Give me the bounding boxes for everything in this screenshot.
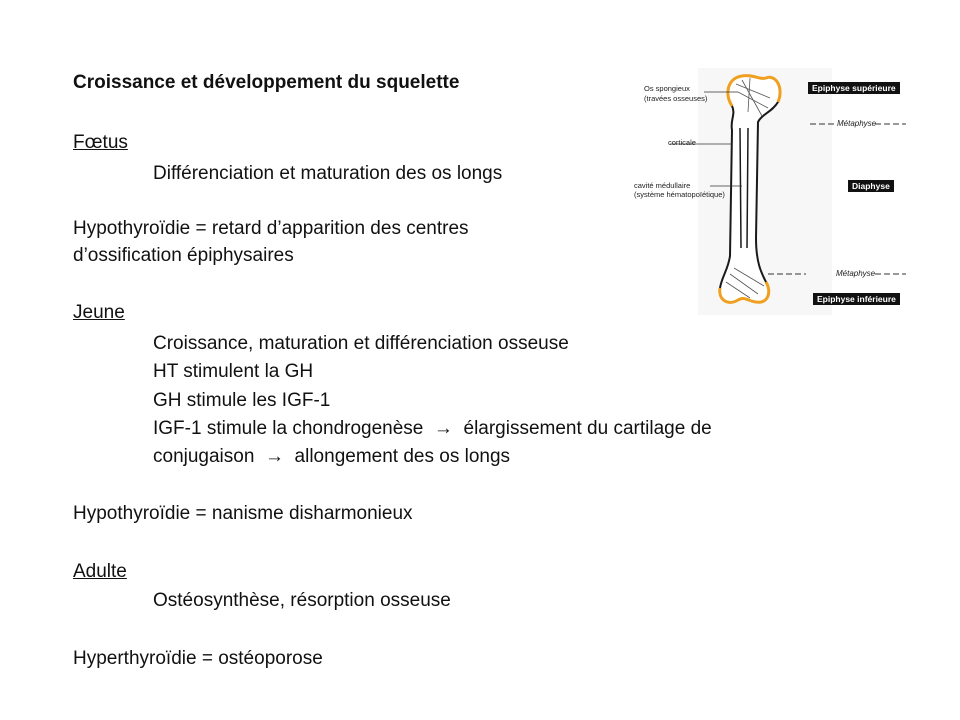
label-travees: (travées osseuses) <box>644 94 708 103</box>
label-metaphyse-top: Métaphyse <box>837 119 877 128</box>
adulte-text: Ostéosynthèse, résorption osseuse <box>153 590 451 611</box>
jeune-item-4: IGF-1 stimule la chondrogenèse → élargis… <box>153 418 712 440</box>
arrow-right-icon: → <box>428 418 459 439</box>
box-diaphyse: Diaphyse <box>848 180 894 192</box>
bone-figure: Os spongieux (travées osseuses) cortical… <box>620 68 912 315</box>
hypo-retard-line1: Hypothyroïdie = retard d’apparition des … <box>73 218 469 239</box>
hypo-retard-line2: d’ossification épiphysaires <box>73 245 294 266</box>
heading-jeune: Jeune <box>73 302 125 323</box>
label-systeme: (système hématopoïétique) <box>634 190 725 199</box>
jeune-item-4b: élargissement du cartilage de <box>463 418 712 439</box>
jeune-item-3: GH stimule les IGF-1 <box>153 390 331 411</box>
femur-illustration-icon <box>670 68 906 315</box>
jeune-item-5: conjugaison → allongement des os longs <box>153 446 510 468</box>
label-corticale: corticale <box>668 138 696 147</box>
foetus-text: Différenciation et maturation des os lon… <box>153 163 503 184</box>
label-os-spongieux: Os spongieux <box>644 84 690 93</box>
jeune-item-5b: allongement des os longs <box>294 446 511 467</box>
jeune-item-2: HT stimulent la GH <box>153 361 314 382</box>
box-epiphyse-superieure: Epiphyse supérieure <box>808 82 900 94</box>
jeune-item-4a: IGF-1 stimule la chondrogenèse <box>153 418 424 439</box>
heading-foetus: Fœtus <box>73 132 128 153</box>
arrow-right-icon: → <box>259 446 290 467</box>
heading-adulte: Adulte <box>73 561 127 582</box>
label-metaphyse-bottom: Métaphyse <box>836 269 876 278</box>
hypo-nanisme: Hypothyroïdie = nanisme disharmonieux <box>73 503 413 524</box>
label-cavite: cavité médullaire <box>634 181 691 190</box>
jeune-item-5a: conjugaison <box>153 446 255 467</box>
jeune-item-1: Croissance, maturation et différenciatio… <box>153 333 569 354</box>
box-epiphyse-inferieure: Epiphyse inférieure <box>813 293 900 305</box>
slide-title: Croissance et développement du squelette <box>73 72 460 93</box>
hyper-osteoporose: Hyperthyroïdie = ostéoporose <box>73 648 323 669</box>
